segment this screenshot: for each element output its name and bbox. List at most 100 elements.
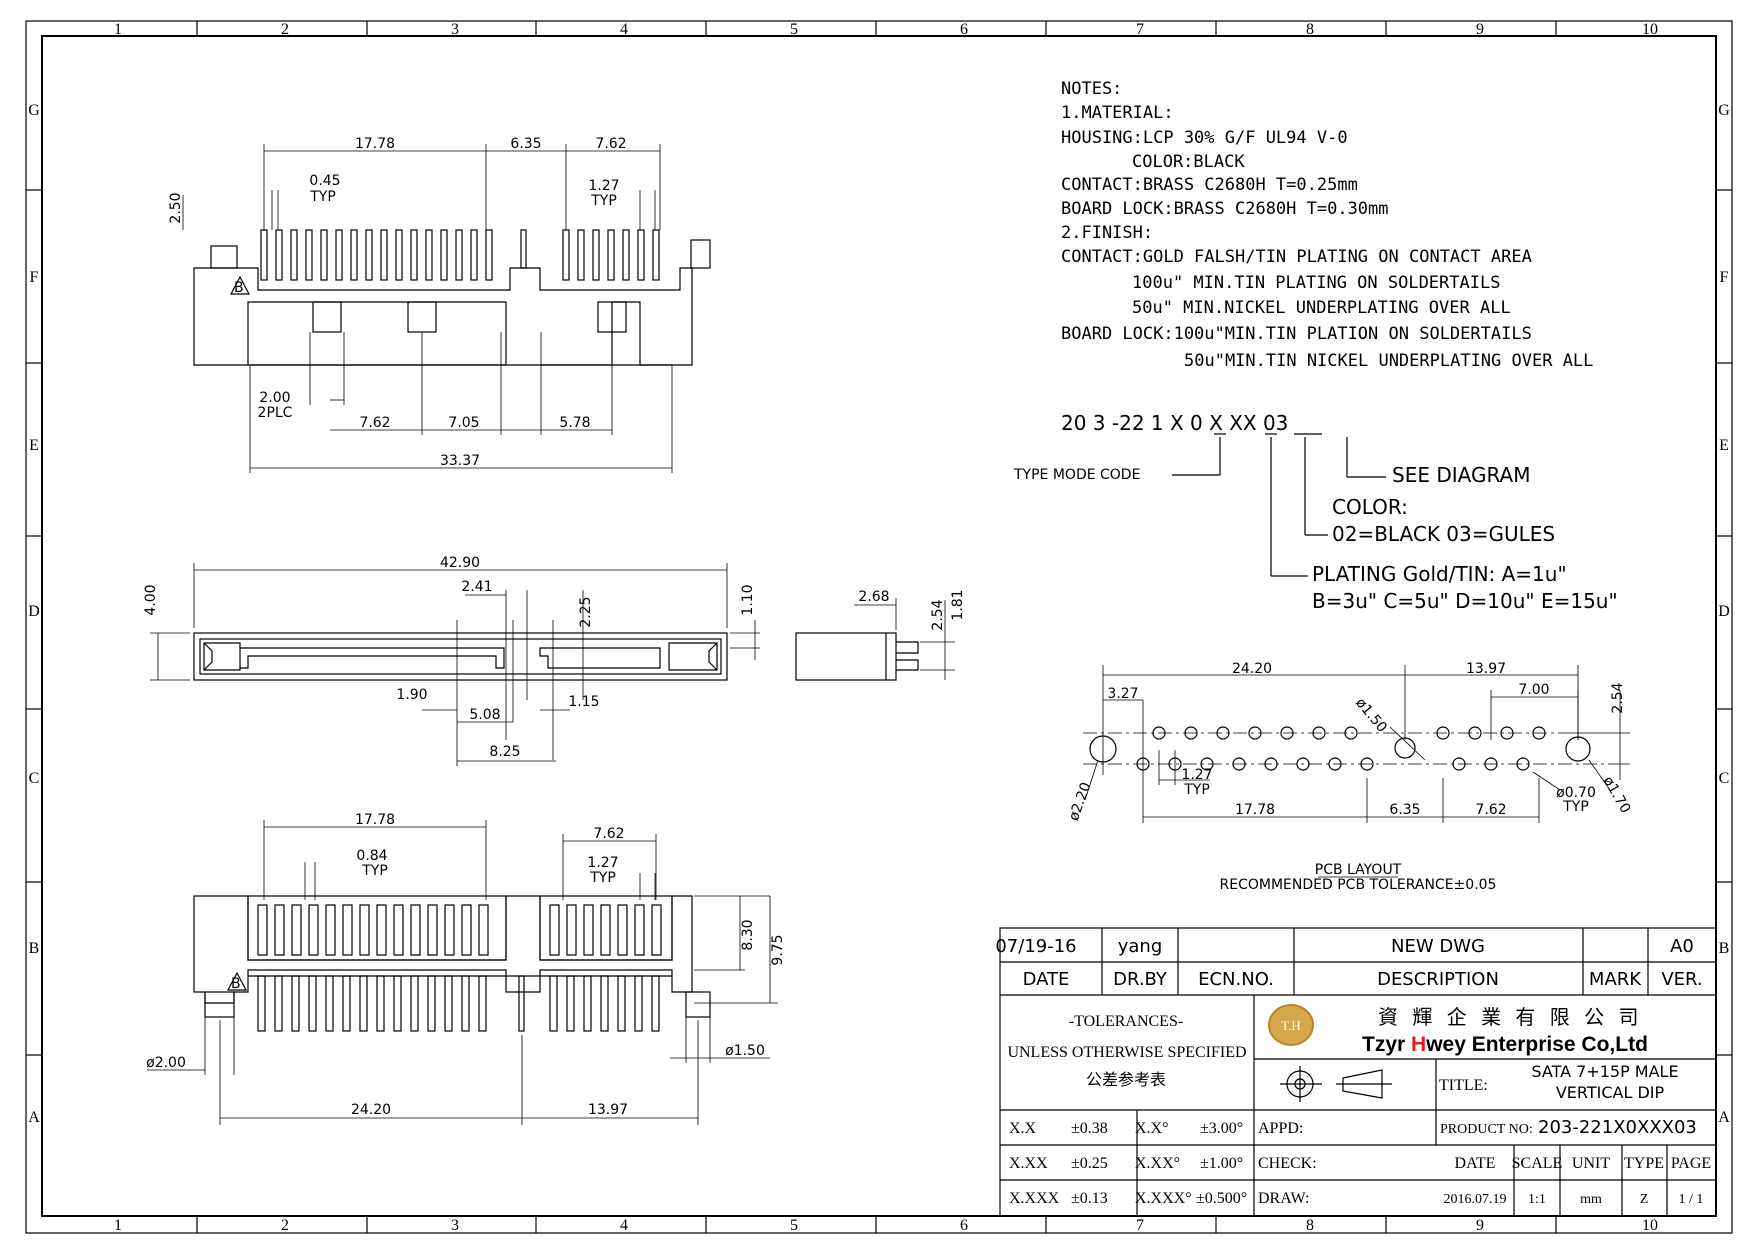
notes-line: CONTACT:GOLD FALSH/TIN PLATING ON CONTAC…: [1061, 247, 1532, 267]
dim-label: ø2.20: [1066, 780, 1095, 823]
row-label: B: [1719, 940, 1730, 957]
dim-label: 1.90: [396, 687, 427, 703]
unit-label: UNIT: [1572, 1155, 1610, 1172]
row-label: G: [1718, 102, 1730, 119]
row-label: F: [1720, 269, 1729, 286]
side-view: 42.90 2.41 2.25 4.00 1.10 1.90 5.08 1.15…: [143, 555, 760, 766]
dim-label: 2.54: [1610, 682, 1626, 713]
company-name-en: Tzyr Hwey Enterprise Co,Ltd: [1362, 1033, 1648, 1056]
unit-value: mm: [1580, 1192, 1602, 1207]
dim-label: 7.62: [593, 826, 624, 842]
dim-label: ø0.70: [1556, 785, 1596, 801]
dim-label: 2.00: [259, 390, 290, 406]
dim-label: 7.62: [359, 415, 390, 431]
rev-date: 07/19-16: [995, 936, 1076, 957]
dim-label: 1.27: [587, 855, 618, 871]
view-marker: B: [231, 976, 241, 992]
row-label: F: [30, 269, 39, 286]
end-view: 2.68 2.54 1.81: [795, 589, 966, 681]
tolerance-subtitle: UNLESS OTHERWISE SPECIFIED: [1007, 1044, 1246, 1061]
tolerance-title: -TOLERANCES-: [1069, 1013, 1183, 1030]
dim-label: 9.75: [770, 934, 786, 965]
pcb-caption-2: RECOMMENDED PCB TOLERANCE±0.05: [1220, 877, 1497, 893]
hdr-version: VER.: [1661, 969, 1702, 990]
tol-cell: ±1.00°: [1200, 1155, 1243, 1172]
col-label: 5: [790, 21, 798, 38]
title-label: TITLE:: [1439, 1077, 1488, 1094]
col-label: 10: [1642, 1217, 1658, 1234]
dim-label: 2.50: [168, 192, 184, 223]
dim-label: TYP: [589, 870, 616, 886]
scale-label: SCALE: [1512, 1155, 1563, 1172]
part-code-block: 20 3 -22 1 X 0 X XX 03 TYPE MODE CODE SE…: [1013, 411, 1618, 613]
row-label: G: [28, 102, 40, 119]
row-label: E: [29, 437, 39, 454]
dim-label: 1.15: [568, 694, 599, 710]
dim-label: 4.00: [143, 584, 159, 615]
part-code: 20 3 -22 1 X 0 X XX 03: [1061, 411, 1288, 435]
projection-symbol-icon: [1280, 1066, 1392, 1102]
plating-line-2: B=3u" C=5u" D=10u" E=15u": [1312, 589, 1618, 613]
tol-cell: X.XXX°: [1135, 1190, 1192, 1207]
col-label: 9: [1476, 1217, 1484, 1234]
col-label: 6: [960, 1217, 968, 1234]
product-number: 203-221X0XXX03: [1538, 1117, 1697, 1138]
tol-cell: ±0.13: [1071, 1190, 1108, 1207]
row-label: A: [1718, 1109, 1730, 1126]
dim-label: TYP: [1183, 782, 1210, 798]
dim-label: TYP: [309, 189, 336, 205]
notes-line: COLOR:BLACK: [1132, 152, 1245, 172]
company-name-cn: 資 輝 企 業 有 限 公 司: [1378, 1005, 1643, 1029]
dim-label: 8.25: [489, 744, 520, 760]
dim-label: TYP: [590, 193, 617, 209]
dim-label: 2PLC: [258, 405, 293, 421]
dim-label: 7.62: [1475, 802, 1506, 818]
notes-line: 50u"MIN.TIN NICKEL UNDERPLATING OVER ALL: [1184, 351, 1593, 371]
code-leaders: [1172, 433, 1386, 577]
view-marker: B: [234, 280, 244, 296]
date-label: DATE: [1455, 1155, 1496, 1172]
dim-label: 6.35: [1389, 802, 1420, 818]
dim-label: 1.81: [950, 589, 966, 620]
front-view: B 17.78 7.62 0.84 TYP 1.27: [146, 812, 786, 1125]
dim-label: 1.27: [588, 178, 619, 194]
dim-label: ø1.70: [1600, 774, 1634, 816]
notes-block: NOTES: 1.MATERIAL: HOUSING:LCP 30% G/F U…: [1061, 79, 1593, 371]
tol-cell: X.X°: [1135, 1120, 1169, 1137]
page-label: PAGE: [1671, 1155, 1711, 1172]
type-mode-label: TYPE MODE CODE: [1013, 467, 1140, 483]
row-label: D: [28, 603, 40, 620]
row-label: B: [29, 940, 40, 957]
col-label: 7: [1136, 1217, 1144, 1234]
dim-label: 13.97: [1466, 661, 1506, 677]
dim-label: 3.27: [1107, 686, 1138, 702]
tol-cell: ±0.25: [1071, 1155, 1108, 1172]
tol-cell: ±0.500°: [1196, 1190, 1247, 1207]
draw-label: DRAW:: [1258, 1190, 1309, 1207]
dim-label: ø2.00: [146, 1055, 186, 1071]
notes-heading: NOTES:: [1061, 79, 1122, 99]
row-label: C: [29, 770, 40, 787]
col-label: 5: [790, 1217, 798, 1234]
notes-line: 50u" MIN.NICKEL UNDERPLATING OVER ALL: [1132, 298, 1511, 318]
color-label: COLOR:: [1332, 495, 1408, 519]
company-name-part: Tzyr: [1362, 1033, 1411, 1056]
row-label: A: [28, 1109, 40, 1126]
dim-label: 24.20: [351, 1102, 391, 1118]
col-label: 3: [451, 1217, 459, 1234]
notes-line: 1.MATERIAL:: [1061, 103, 1174, 123]
tol-cell: X.X: [1009, 1120, 1037, 1137]
dim-label: TYP: [361, 863, 388, 879]
company-name-part: wey Enterprise Co,Ltd: [1425, 1033, 1648, 1056]
dim-label: 1.27: [1181, 767, 1212, 783]
tol-cell: X.XXX: [1009, 1190, 1060, 1207]
dim-label: 2.54: [930, 599, 946, 630]
dim-label: 5.78: [559, 415, 590, 431]
drawing-title-2: VERTICAL DIP: [1556, 1083, 1665, 1102]
dim-label: 24.20: [1232, 661, 1272, 677]
dim-label: 17.78: [1235, 802, 1275, 818]
dim-label: 33.37: [440, 453, 480, 469]
page-value: 1 / 1: [1679, 1192, 1704, 1207]
product-no-label: PRODUCT NO:: [1440, 1122, 1533, 1137]
